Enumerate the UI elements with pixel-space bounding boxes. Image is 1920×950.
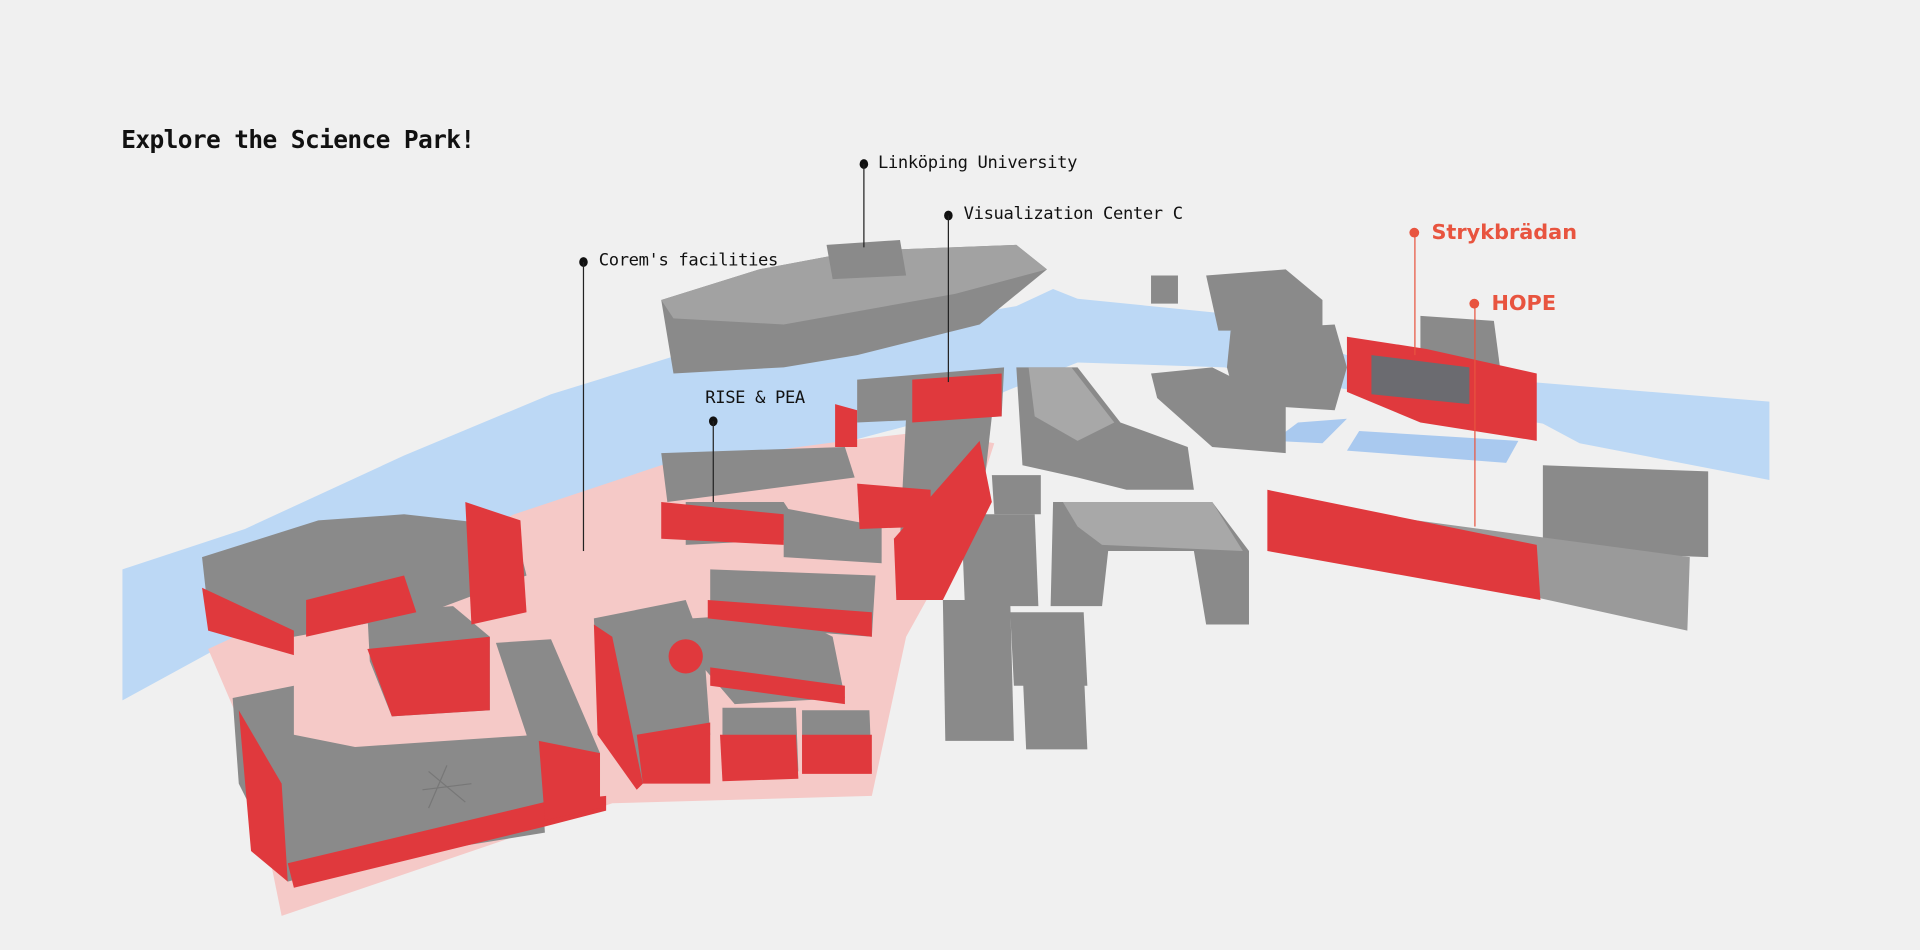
marker-line — [1414, 232, 1416, 356]
marker-dot — [579, 257, 588, 267]
building-industrial — [1542, 465, 1709, 558]
courtyard-star — [422, 765, 472, 809]
marker-line — [863, 164, 865, 248]
buildings-highlighted — [202, 336, 1541, 888]
marker-label[interactable]: Linköping University — [877, 153, 1078, 173]
marker-dot — [1469, 298, 1480, 309]
marker-dot — [944, 210, 953, 221]
marker-line — [947, 215, 950, 383]
marker-label[interactable]: Strykbrädan — [1431, 220, 1578, 245]
page-title: Explore the Science Park! — [121, 124, 475, 155]
marker-line — [712, 421, 715, 503]
marker-label[interactable]: RISE & PEA — [705, 388, 805, 408]
marker-label[interactable]: Corem's facilities — [598, 251, 779, 271]
building-hope — [1267, 489, 1541, 601]
marker-line — [1474, 303, 1476, 527]
marker-line — [582, 262, 585, 552]
marker-label[interactable]: Visualization Center C — [963, 204, 1183, 225]
marker-dot — [1409, 227, 1420, 238]
marker-label[interactable]: HOPE — [1491, 291, 1557, 316]
